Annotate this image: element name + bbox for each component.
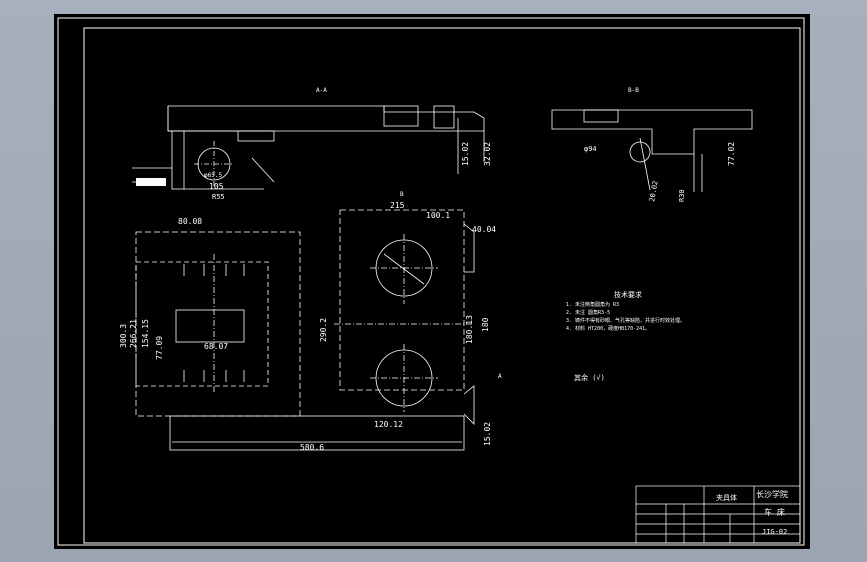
bb-dim-vert: 77.02 — [727, 142, 736, 166]
outer-frame — [57, 17, 805, 546]
plan-dim-154-15: 154.15 — [141, 319, 150, 348]
plan-dim-80-08: 80.08 — [178, 217, 202, 226]
tech-req-item-3: 3. 铸件不得有砂眼、气孔等缺陷，并进行时效处理。 — [566, 317, 685, 324]
drawing-canvas: A-A 105 R55 φ65.5 15.02 32.02 B-B φ94 20… — [57, 17, 805, 546]
plan-dim-180-13: 180.13 — [465, 315, 474, 344]
title-company: 车 床 — [764, 507, 785, 517]
tech-requirements: 技术要求 1. 未注倒角圆角为 R3 2. 未注 圆角R3-5 3. 铸件不得有… — [566, 290, 685, 382]
section-bb-view: B-B φ94 20.02 R30 77.02 — [551, 87, 753, 202]
view-marker-a: A — [498, 373, 502, 380]
title-block: 夹具体 长沙学院 车 床 JIG-02 — [635, 485, 801, 544]
plan-dim-180: 180 — [481, 317, 490, 332]
title-school: 长沙学院 — [756, 489, 788, 499]
plan-dim-68-07: 68.07 — [204, 342, 228, 351]
main-plan-view: B A 215 100.1 40.04 290.2 180.13 180 120… — [169, 191, 502, 452]
plan-dim-290-2: 290.2 — [319, 318, 328, 342]
bb-dim-angle: 20.02 — [648, 180, 660, 202]
plan-dim-100-1: 100.1 — [426, 211, 450, 220]
tech-req-title: 技术要求 — [614, 290, 642, 299]
bb-dim-diam: φ94 — [584, 145, 597, 153]
tech-req-item-2: 2. 未注 圆角R3-5 — [566, 309, 610, 316]
inner-frame — [83, 27, 801, 544]
title-part-name: 夹具体 — [716, 493, 737, 502]
aa-dim-vert2: 32.02 — [483, 142, 492, 166]
plan-dim-120-12: 120.12 — [374, 420, 403, 429]
plan-dim-300-3: 300.3 — [119, 324, 128, 348]
tech-req-item-4: 4. 材料 HT200，硬度HB170-241。 — [566, 325, 650, 332]
aa-dim-105: 105 — [209, 182, 224, 191]
section-aa-view: A-A 105 R55 φ65.5 15.02 32.02 — [132, 87, 492, 201]
roughness-note: 其余 (√) — [574, 373, 605, 382]
aa-dim-vert1: 15.02 — [461, 142, 470, 166]
plan-dim-215: 215 — [390, 201, 405, 210]
tech-req-item-1: 1. 未注倒角圆角为 R3 — [566, 301, 619, 308]
aa-dim-rect: R55 — [212, 193, 225, 201]
plan-dim-580-6: 580.6 — [300, 443, 324, 452]
aa-dim-diam: φ65.5 — [204, 172, 222, 179]
left-plan-view: 80.08 300.3 266.21 154.15 77.09 68.07 — [119, 217, 301, 417]
plan-dim-77-09: 77.09 — [155, 336, 164, 360]
plan-dim-15-02: 15.02 — [483, 422, 492, 446]
section-bb-label: B-B — [628, 87, 639, 94]
plan-dim-266-21: 266.21 — [129, 319, 138, 348]
bb-dim-r30: R30 — [678, 189, 686, 202]
section-aa-label: A-A — [316, 87, 327, 94]
title-drawing-no: JIG-02 — [762, 528, 787, 536]
cad-viewport[interactable]: A-A 105 R55 φ65.5 15.02 32.02 B-B φ94 20… — [54, 14, 810, 549]
plan-dim-40-04: 40.04 — [472, 225, 496, 234]
view-marker-b: B — [400, 191, 404, 198]
